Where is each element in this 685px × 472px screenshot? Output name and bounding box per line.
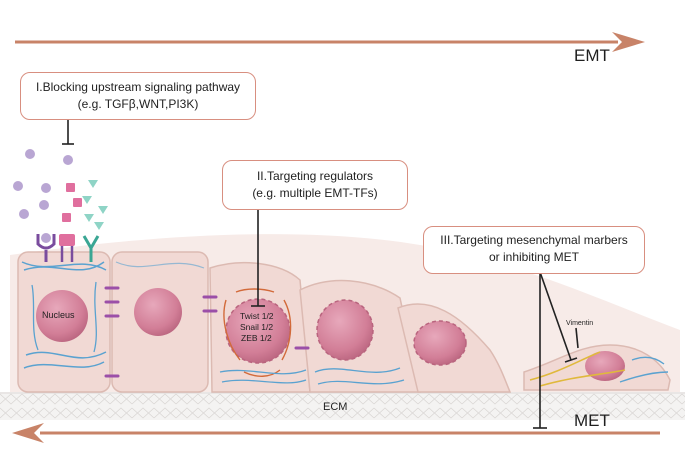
epithelial-cell-1	[17, 251, 111, 393]
transitioning-cell-4	[299, 279, 421, 393]
emt-arrow	[15, 32, 645, 52]
nucleus-label: Nucleus	[42, 310, 75, 320]
mesenchymal-cell-5	[397, 303, 512, 393]
inhibitor-lines	[62, 118, 579, 429]
callout-1-title: I.Blocking upstream signaling pathway	[35, 80, 241, 94]
callout-targeting-mesenchymal: III.Targeting mesenchymal marbers or inh…	[423, 226, 645, 274]
nucleus-cell-1	[36, 290, 88, 342]
ligands	[13, 149, 108, 243]
callout-3-subtitle: or inhibiting MET	[488, 250, 580, 264]
tf-label-twist: Twist 1/2	[240, 311, 274, 321]
met-label: MET	[574, 411, 610, 430]
nucleus-cell-2	[134, 288, 182, 336]
tf-label-zeb: ZEB 1/2	[241, 333, 272, 343]
met-arrow	[12, 423, 660, 443]
mesenchymal-cell-6	[523, 344, 671, 391]
emt-label: EMT	[574, 46, 610, 65]
callout-3-title: III.Targeting mesenchymal marbers	[440, 233, 628, 247]
nucleus-cell-4	[316, 299, 374, 361]
callout-targeting-regulators: II.Targeting regulators (e.g. multiple E…	[222, 160, 408, 210]
ecm-label: ECM	[323, 401, 348, 413]
epithelial-cell-2	[111, 251, 209, 393]
nucleus-cell-6	[585, 351, 625, 381]
vimentin-label: Vimentin	[566, 320, 594, 327]
callout-2-title: II.Targeting regulators	[256, 169, 374, 183]
nucleus-cell-5	[413, 320, 467, 366]
tf-label-snail: Snail 1/2	[240, 322, 274, 332]
callout-blocking-upstream: I.Blocking upstream signaling pathway (e…	[20, 72, 256, 120]
transitioning-cell-3	[209, 261, 311, 393]
callout-2-example: (e.g. multiple EMT-TFs)	[252, 186, 378, 200]
receptors	[36, 234, 100, 262]
callout-1-example: (e.g. TGFβ,WNT,PI3K)	[77, 97, 199, 111]
cell-junctions	[104, 286, 310, 378]
